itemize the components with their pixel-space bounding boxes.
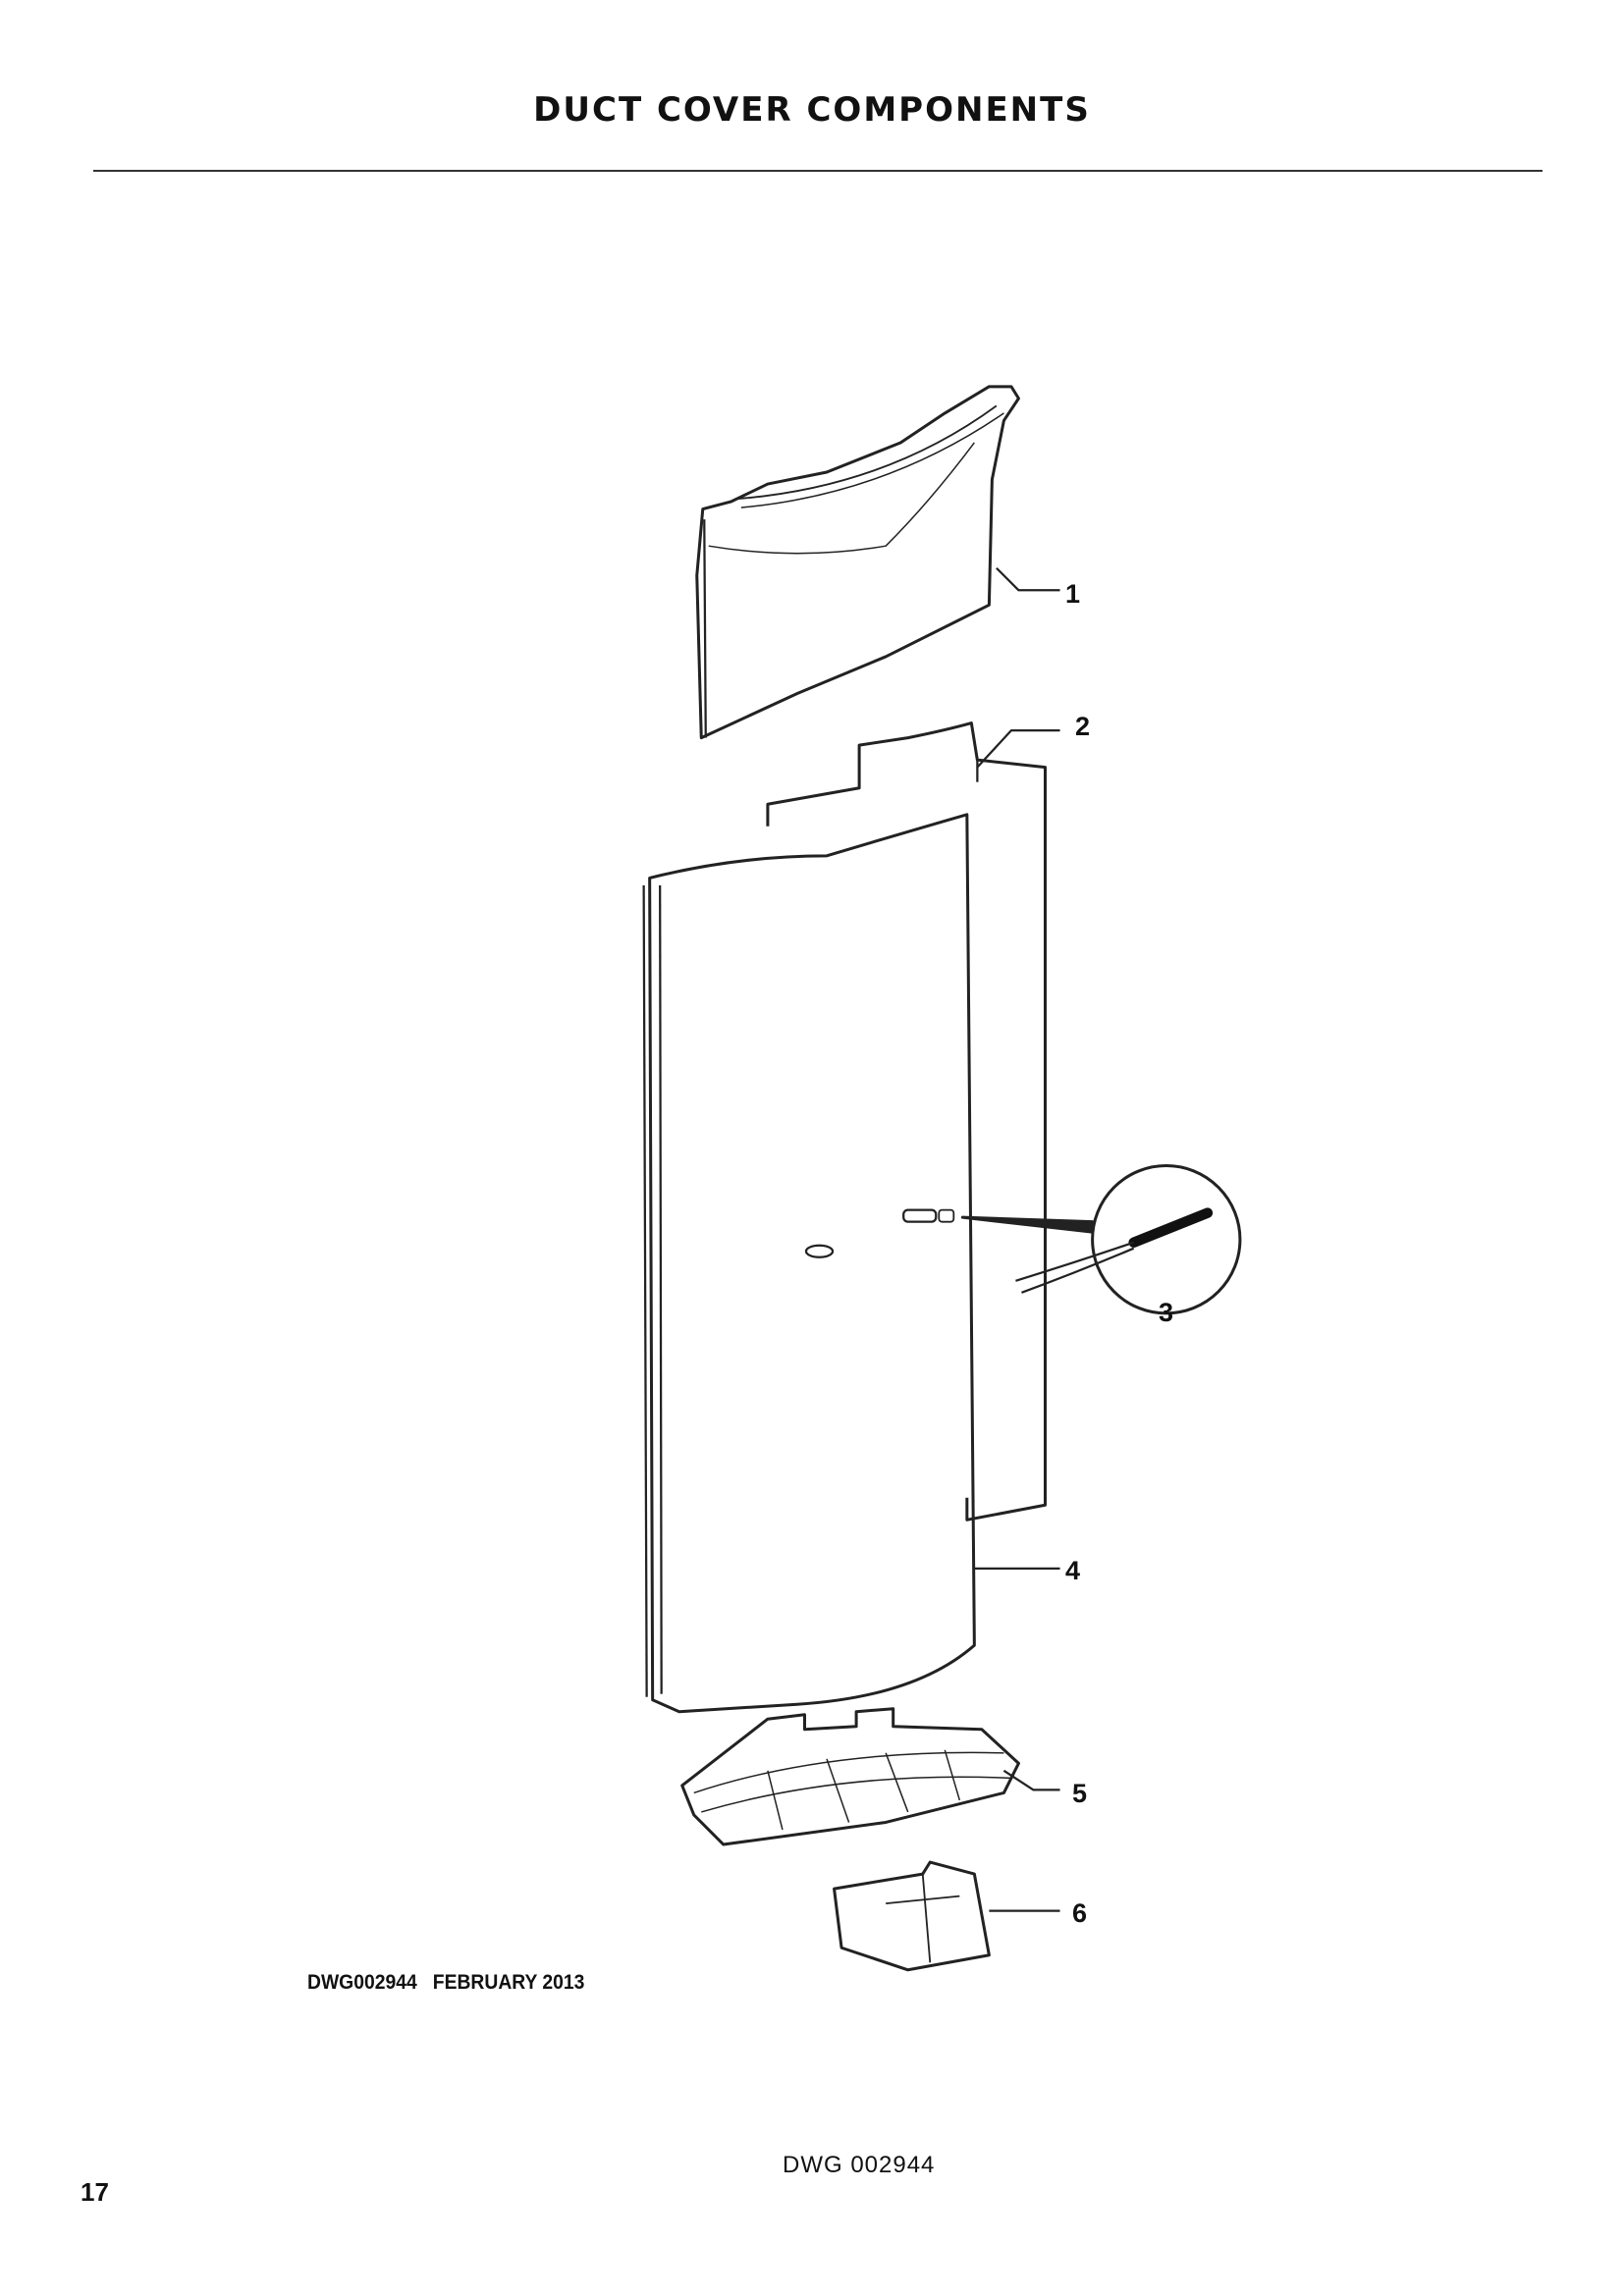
- footer-drawing-number: DWG 002944: [783, 2152, 936, 2178]
- callout-6: 6: [1072, 1898, 1088, 1928]
- callout-3: 3: [1159, 1298, 1174, 1327]
- callout-2: 2: [1075, 712, 1091, 741]
- part-5-bottom-grille: [680, 1707, 1060, 1846]
- callout-1: 1: [1065, 579, 1081, 609]
- page-number: 17: [81, 2177, 109, 2207]
- part-4-front-panel: [642, 813, 1060, 1714]
- part-6-bottom-cap: [833, 1860, 1060, 1972]
- part-1-top-cover: [695, 385, 1060, 740]
- part-2-back-panel: [766, 721, 1060, 1522]
- drawing-caption: DWG002944 FEBRUARY 2013: [307, 1971, 585, 1994]
- callout-5: 5: [1072, 1779, 1088, 1808]
- header-divider: [93, 170, 1543, 172]
- page-title: DUCT COVER COMPONENTS: [533, 90, 1091, 130]
- part-3-sensor-detail: [960, 1164, 1242, 1315]
- callout-4: 4: [1065, 1556, 1081, 1585]
